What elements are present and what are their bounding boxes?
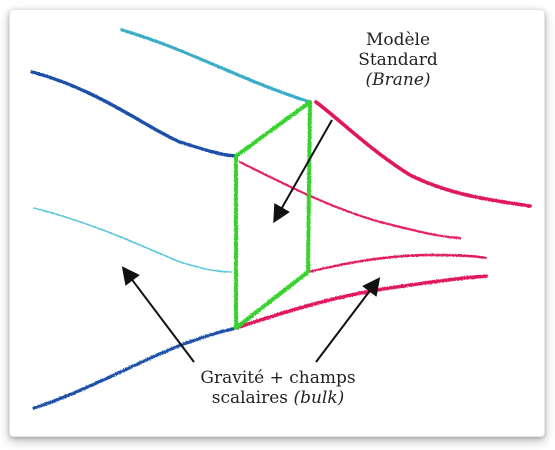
arrow-to-left-bulk — [121, 266, 195, 363]
brane-edge-top — [234, 100, 312, 158]
bulk-curve-top-light — [120, 28, 312, 104]
brane-bulk-diagram — [30, 28, 532, 410]
arrow-to-brane — [273, 119, 333, 224]
arrow-to-right-bulk — [315, 277, 381, 363]
bulk-label: Gravité + champs scalaires (bulk) — [178, 368, 378, 408]
right-curve-top — [314, 100, 532, 208]
right-curve-middle — [238, 160, 462, 240]
standard-model-line2: Standard — [358, 50, 438, 70]
bulk-curve-middle-light — [33, 207, 233, 273]
figure-frame: Modèle Standard (Brane) Gravité + champs… — [9, 9, 545, 437]
bulk-line1: Gravité + champs — [200, 368, 356, 388]
standard-model-line1: Modèle — [365, 30, 431, 50]
bulk-line2-plain: scalaires — [211, 388, 294, 408]
standard-model-line3: (Brane) — [365, 70, 431, 90]
right-curve-lower — [306, 253, 488, 274]
bulk-line2: scalaires (bulk) — [178, 388, 378, 408]
bulk-line2-italic: (bulk) — [293, 388, 345, 408]
brane-edge-bottom — [234, 270, 310, 330]
brane-edge-right — [306, 100, 312, 274]
bulk-curve-upper-dark — [30, 70, 238, 158]
right-curve-bottom — [234, 274, 488, 330]
bulk-curve-bottom-dark — [32, 326, 240, 410]
standard-model-label: Modèle Standard (Brane) — [328, 30, 468, 90]
brane-shape — [234, 100, 312, 330]
